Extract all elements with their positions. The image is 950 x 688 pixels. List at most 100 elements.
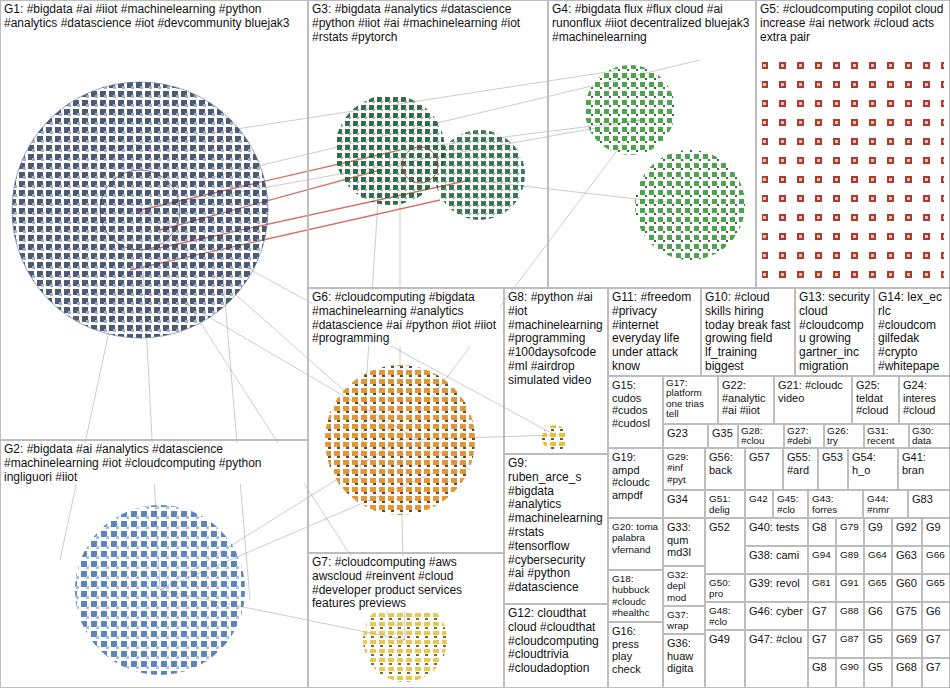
- group-box: G6: [922, 602, 950, 630]
- group-label: G79: [840, 521, 860, 532]
- group-label: G50: pro: [709, 577, 741, 600]
- group-label: G49: [709, 633, 741, 646]
- group-box: G90: [836, 658, 864, 688]
- group-box: G1: #bigdata #ai #iiot #machinelearning …: [0, 0, 308, 440]
- group-box: G7: #cloudcomputing #aws awscloud #reinv…: [308, 553, 504, 688]
- group-label: G18: hubbuck #cloudc #healthc: [612, 573, 659, 619]
- group-box: G36: huaw digita: [663, 634, 705, 688]
- group-label: G29: #inf #pyt: [667, 451, 701, 485]
- group-box: G51: delig: [705, 490, 745, 518]
- group-label: G66: [926, 549, 946, 560]
- group-box: G30: data: [909, 424, 950, 448]
- group-box: G79: [836, 518, 864, 546]
- group-box: G9: [922, 518, 950, 546]
- group-label: G14: lex_ec rlc #cloudcom gilfedak #cryp…: [878, 291, 946, 374]
- group-box: G9: ruben_arce_s #bigdata #analytics #ma…: [504, 454, 608, 604]
- group-label: G52: [709, 521, 741, 534]
- group-box: G43: forres: [808, 490, 863, 518]
- group-box: G37: wrap: [663, 606, 705, 634]
- group-box: G60: [892, 574, 922, 602]
- group-box: G17: platform one trias tell: [663, 376, 718, 424]
- group-box: G48: #clo: [705, 602, 745, 630]
- group-label: G37: wrap: [667, 609, 701, 632]
- group-box: G23: [663, 424, 708, 448]
- group-box: G28: #clou: [738, 424, 784, 448]
- group-box: G14: lex_ec rlc #cloudcom gilfedak #cryp…: [874, 288, 950, 376]
- group-box: G81: [808, 574, 836, 602]
- group-box: G32: depl mod: [663, 566, 705, 606]
- group-box: G20: toma palabra vfernand: [608, 518, 663, 570]
- group-box: G89: [836, 546, 864, 574]
- group-box: G8: [808, 658, 836, 688]
- group-box: G75: [892, 602, 922, 630]
- group-box: G38: cami: [745, 546, 808, 574]
- group-label: G56: back: [709, 451, 741, 476]
- group-box: G15: cudos #cudos #cudosl: [608, 376, 663, 448]
- group-label: G92: [896, 521, 918, 534]
- group-label: G38: cami: [749, 549, 804, 562]
- group-label: G94: [812, 549, 832, 560]
- group-box: G66: [922, 546, 950, 574]
- group-label: G19: ampd #cloudc ampdf: [612, 451, 659, 502]
- group-box: G5: #cloudcomputing copilot cloud increa…: [756, 0, 950, 288]
- group-box: G24: interes #cloud: [899, 376, 950, 424]
- group-label: G9: ruben_arce_s #bigdata #analytics #ma…: [508, 457, 604, 595]
- group-box: G8: #python #ai #iot #machinelearning #p…: [504, 288, 608, 454]
- group-box: G8: [808, 518, 836, 546]
- group-label: G8: #python #ai #iot #machinelearning #p…: [508, 291, 604, 388]
- group-label: G43: forres: [812, 493, 859, 516]
- group-label: G88: [840, 605, 860, 616]
- group-label: G35: [712, 427, 734, 440]
- group-label: G65: [868, 577, 888, 588]
- group-label: G40: tests: [749, 521, 804, 534]
- group-label: G7: [812, 633, 832, 646]
- group-box: G5: [864, 658, 892, 688]
- group-label: G54: h_o: [852, 451, 894, 476]
- group-box: G40: tests: [745, 518, 808, 546]
- group-label: G44: #nmr: [867, 493, 904, 516]
- group-label: G5: #cloudcomputing copilot cloud increa…: [760, 3, 946, 44]
- group-label: G55: #ard: [787, 451, 814, 476]
- group-box: G13: security cloud #cloudcompu growing …: [795, 288, 874, 376]
- group-label: G33: qum md3l: [667, 521, 701, 559]
- group-label: G68: [896, 661, 918, 674]
- group-box: G29: #inf #pyt: [663, 448, 705, 490]
- group-label: G8: [812, 521, 832, 534]
- group-box: G69: [892, 630, 922, 658]
- group-box: G49: [705, 630, 745, 688]
- group-box: G16: press play check: [608, 622, 663, 688]
- group-box: G5: [864, 630, 892, 658]
- group-box: G18: hubbuck #cloudc #healthc: [608, 570, 663, 622]
- group-box: G21: #cloudc video: [774, 376, 852, 424]
- group-box: G10: #cloud skills hiring today break fa…: [701, 288, 795, 376]
- group-box: G65: [864, 574, 892, 602]
- group-box: G7: [922, 630, 950, 658]
- group-label: G8: [812, 661, 832, 674]
- group-label: G27: #debi: [787, 426, 822, 447]
- group-label: G10: #cloud skills hiring today break fa…: [705, 291, 791, 374]
- group-label: G7: [926, 661, 946, 674]
- group-box: G41: bran: [898, 448, 950, 490]
- group-label: G34: [667, 493, 701, 506]
- group-label: G26: try: [827, 426, 862, 447]
- group-box: G54: h_o: [848, 448, 898, 490]
- group-label: G17: platform one trias tell: [666, 378, 716, 420]
- group-label: G46: cyber: [749, 605, 804, 618]
- group-label: G9: [868, 521, 888, 534]
- group-label: G45: #clo: [777, 493, 804, 516]
- group-box: G39: revol: [745, 574, 808, 602]
- group-label: G5: [868, 633, 888, 646]
- group-label: G1: #bigdata #ai #iiot #machinelearning …: [4, 3, 304, 31]
- group-label: G23: [667, 427, 704, 440]
- group-label: G81: [812, 577, 832, 588]
- group-box: G34: [663, 490, 705, 518]
- group-label: G31: recent: [867, 426, 907, 447]
- group-label: G7: #cloudcomputing #aws awscloud #reinv…: [312, 556, 500, 611]
- group-label: G65: [926, 577, 946, 588]
- group-label: G69: [896, 633, 918, 646]
- group-label: G39: revol: [749, 577, 804, 590]
- group-label: G36: huaw digita: [667, 637, 701, 675]
- group-box: G6: #cloudcomputing #bigdata #machinelea…: [308, 288, 504, 553]
- group-box: G88: [836, 602, 864, 630]
- group-label: G5: [868, 661, 888, 674]
